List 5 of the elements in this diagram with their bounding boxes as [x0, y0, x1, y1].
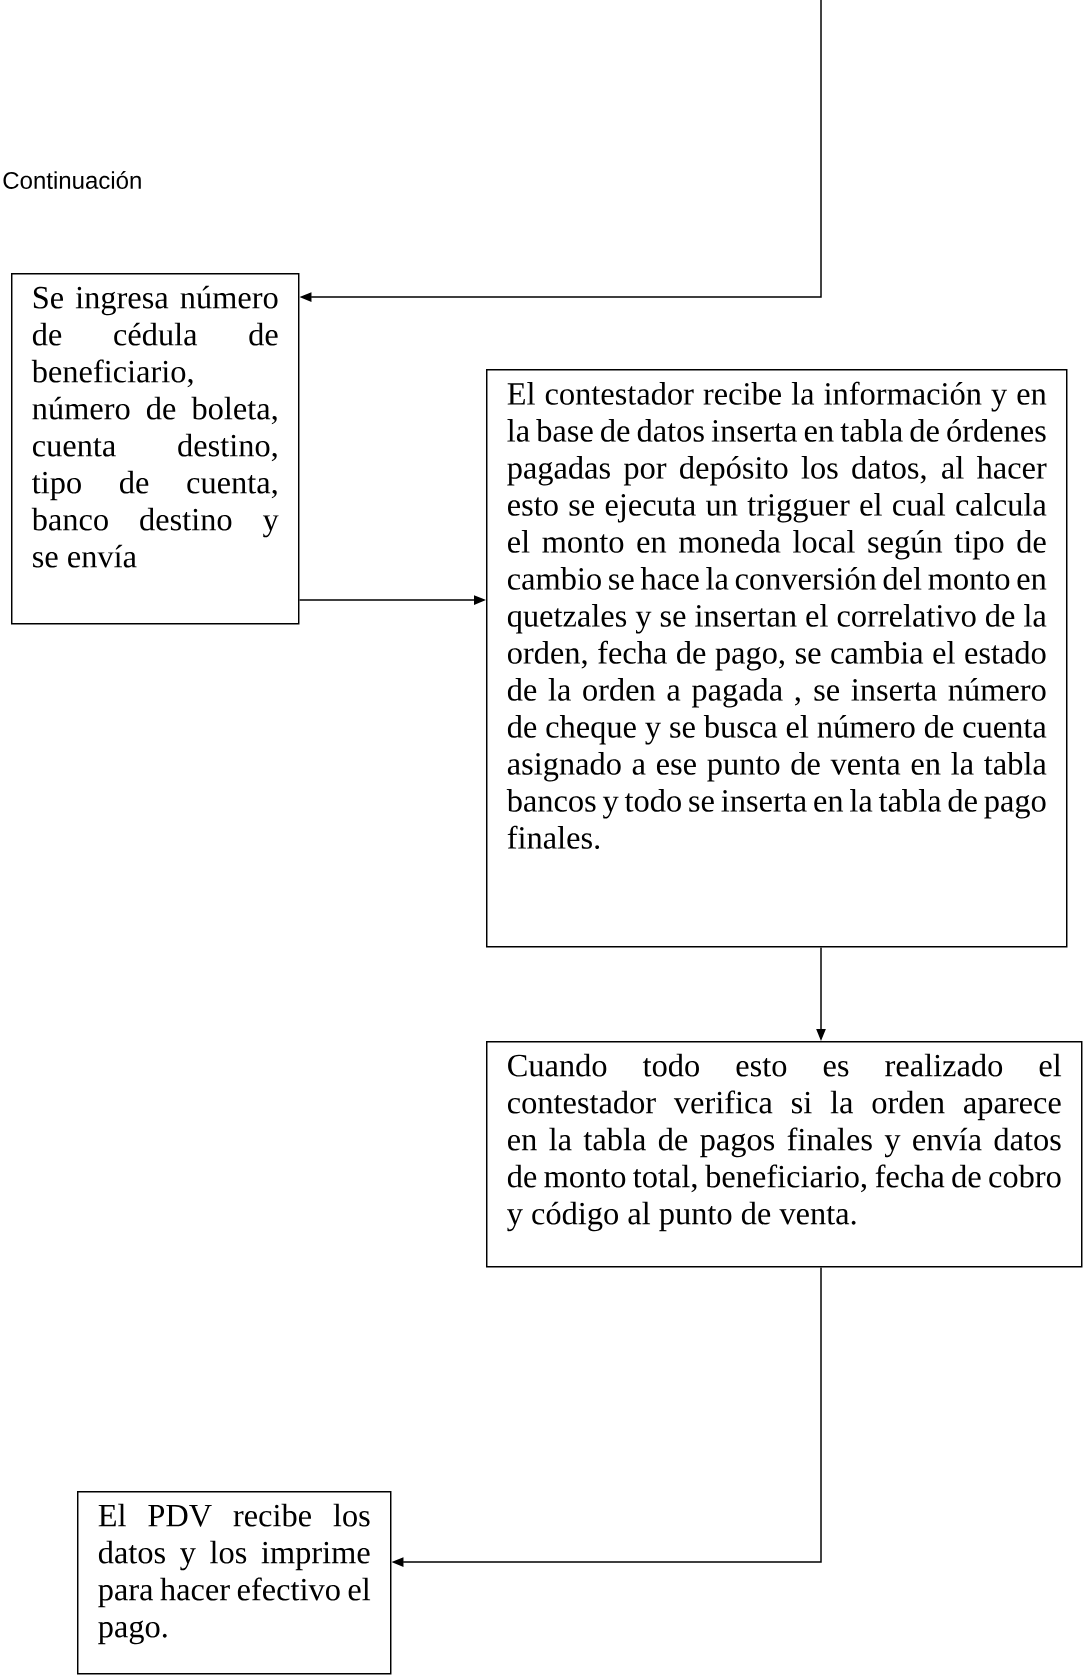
- process-box: Se ingresa número de cédula de beneficiario, número de boleta, cuenta destino, tipo de cuenta, banco destino y se envía: [11, 273, 300, 625]
- process-box: El contestador recibe la información y en la base de datos inserta en tabla de órdenes pagadas por depósito los datos, al hacer esto se ejecuta un trigguer el cual calcula el monto en moneda local según tipo de cambio se hace la conversión del monto en quetzales y se insertan el correlativo de la orden, fecha de pago, se cambia el estado de la orden a pagada , se inserta número de cheque y se busca el número de cuenta asignado a ese punto de venta en la tabla bancos y todo se inserta en la tabla de pago finales.: [486, 369, 1068, 948]
- process-box: El PDV recibe los datos y los imprime para hacer efectivo el pago.: [77, 1491, 392, 1675]
- process-box: Cuando todo esto es realizado el contestador verifica si la orden aparece en la tabla de pagos finales y envía datos de monto total, beneficiario, fecha de cobro y código al punto de venta.: [486, 1041, 1083, 1268]
- continuation-label: Continuación: [3, 171, 141, 189]
